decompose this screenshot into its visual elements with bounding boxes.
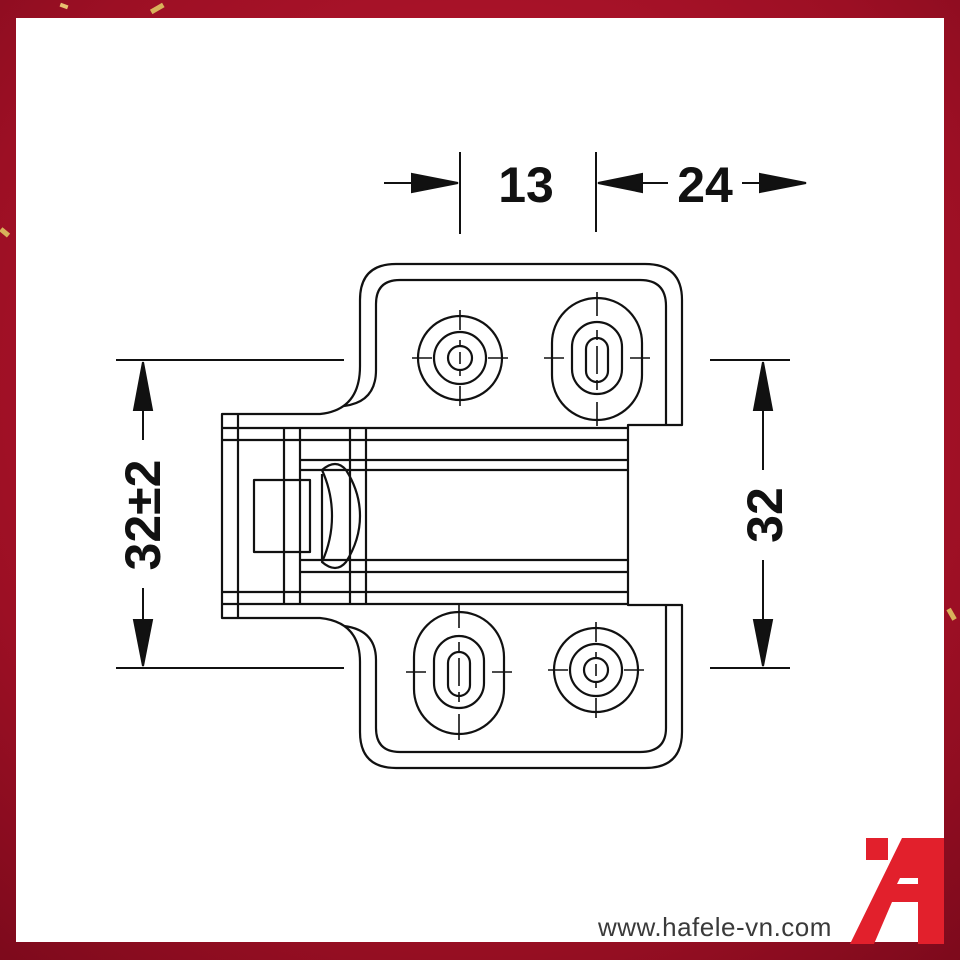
center-marks xyxy=(406,292,650,740)
drawing-canvas xyxy=(16,18,944,942)
website-url[interactable]: www.hafele-vn.com xyxy=(598,912,832,942)
dimension-13-label: 13 xyxy=(498,157,554,213)
body-outline xyxy=(222,426,628,606)
plate-inner-outline xyxy=(343,278,668,754)
adjustment-cam xyxy=(320,462,362,570)
adjustment-window xyxy=(252,478,312,554)
dimension-24-label: 24 xyxy=(677,157,733,213)
plate-outer-outline xyxy=(220,262,684,770)
screw-holes xyxy=(412,296,644,736)
confetti-decoration xyxy=(0,2,957,621)
dimension-32-label: 32 xyxy=(737,487,793,543)
hafele-logo xyxy=(850,838,944,944)
hinge-plate xyxy=(220,262,684,770)
dimension-lines xyxy=(116,152,807,669)
dimension-32-adjustable-label: 32±2 xyxy=(115,460,171,571)
